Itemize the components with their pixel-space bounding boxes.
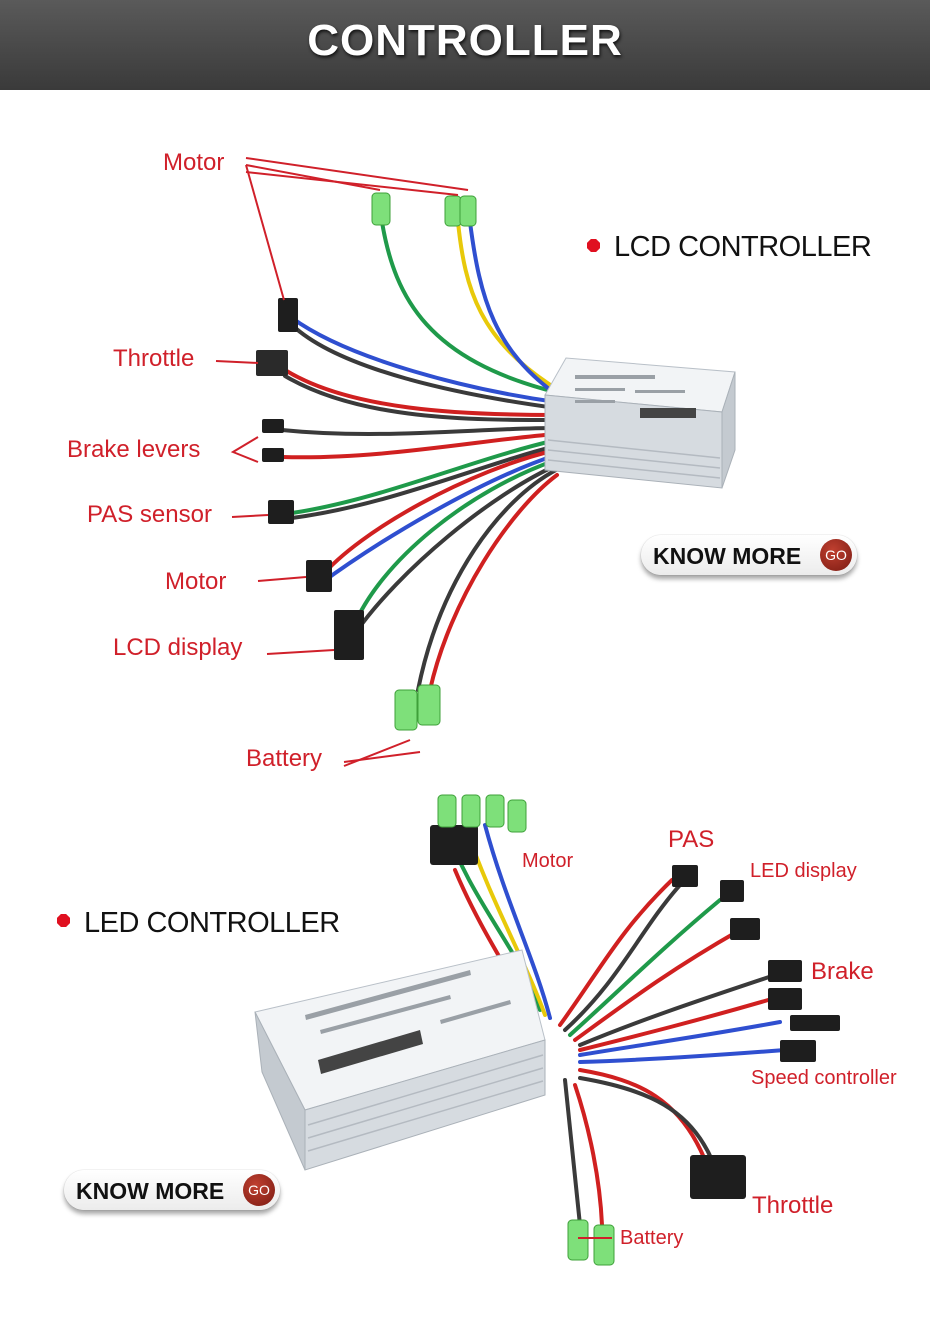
lcd-label-pas-sensor: PAS sensor [87,501,212,528]
lcd-label-throttle: Throttle [113,345,195,372]
lcd-label-battery: Battery [246,745,323,772]
lcd-label-brake-levers: Brake levers [67,436,201,463]
lcd-label-motor-bottom: Motor [165,568,227,595]
lcd-label-lcd-display: LCD display [113,634,243,661]
lcd-know-more-button[interactable]: KNOW MORE GO [641,535,857,575]
led-label-battery: Battery [620,1227,684,1249]
led-label-led-display: LED display [750,860,857,882]
led-go-icon: GO [243,1174,275,1206]
lcd-green-plugs [371,192,477,731]
led-bullet-icon [57,914,70,927]
led-know-more-button[interactable]: KNOW MORE GO [64,1170,280,1210]
page-title: CONTROLLER [307,16,623,65]
lcd-pointer-lines [215,157,469,767]
led-know-more-label: KNOW MORE [76,1178,225,1204]
wiring-diagram [215,157,840,1266]
lcd-connectors [256,298,364,660]
led-label-brake: Brake [811,958,874,985]
led-green-plugs [437,794,615,1266]
led-connectors [430,825,840,1199]
led-controller-title: LED CONTROLLER [84,907,340,939]
lcd-wires [280,220,559,692]
lcd-controller-title: LCD CONTROLLER [614,231,872,263]
led-label-pas: PAS [668,826,715,853]
lcd-go-icon: GO [820,539,852,571]
lcd-controller-box [544,357,736,489]
led-label-throttle: Throttle [752,1192,834,1219]
led-wires [443,823,787,1227]
lcd-know-more-label: KNOW MORE [653,543,802,569]
lcd-bullet-icon [587,239,600,252]
led-controller-box [254,949,546,1171]
led-label-speed-controller: Speed controller [751,1067,897,1089]
lcd-label-motor-top: Motor [163,149,225,176]
header-banner: CONTROLLER [0,0,930,90]
led-label-motor: Motor [522,850,574,872]
